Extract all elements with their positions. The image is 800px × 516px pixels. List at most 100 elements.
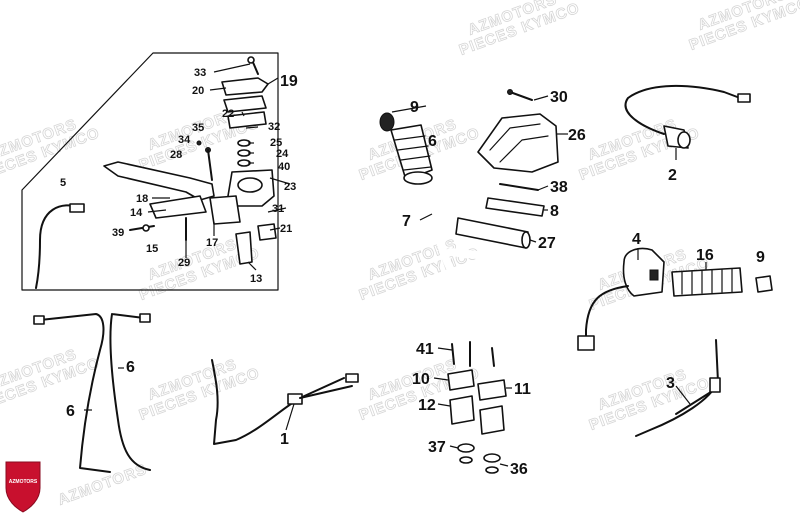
upper-holder <box>447 369 475 391</box>
banjo-bolt <box>235 231 253 265</box>
crossbar-plate <box>485 197 545 217</box>
cable-end <box>33 315 45 325</box>
callout-6-right: 6 <box>126 359 135 376</box>
cross-bolt <box>499 183 539 191</box>
holder-washer <box>457 443 475 453</box>
callout-32: 32 <box>268 121 280 133</box>
handlebar-holder-group <box>447 341 507 474</box>
cable-adjuster <box>287 393 303 405</box>
callout-11: 11 <box>514 381 531 398</box>
callout-2: 2 <box>668 167 677 184</box>
callout-5: 5 <box>60 177 66 189</box>
bar-end-weight <box>379 112 395 132</box>
lower-cables-group <box>33 313 359 473</box>
handlebar-clamp <box>209 195 241 225</box>
watermark: AZMOTORS PIECES KYMCO <box>0 115 103 184</box>
crossbar-pad <box>455 217 529 249</box>
bolt <box>207 149 213 181</box>
callout-9-right: 9 <box>756 249 765 266</box>
callout-34: 34 <box>178 134 191 146</box>
callout-27: 27 <box>538 235 556 252</box>
watermark: AZMOTORS <box>55 460 150 509</box>
switch-connector <box>577 335 595 351</box>
grip-end <box>403 171 433 185</box>
watermark: AZMOTORS PIECES KYMCO <box>687 0 800 54</box>
lower-holder <box>479 405 505 435</box>
callout-7: 7 <box>402 213 411 230</box>
callout-6: 6 <box>428 133 437 150</box>
callout-14: 14 <box>130 207 143 219</box>
cable-end <box>139 313 151 323</box>
logo-shield <box>5 461 41 513</box>
switch-housing <box>622 247 665 297</box>
callout-20: 20 <box>192 85 204 97</box>
handlebar-crossbar-inner <box>446 248 614 274</box>
brake-cable-left <box>39 313 111 473</box>
brake-switch <box>142 224 150 232</box>
callout-18: 18 <box>136 193 148 205</box>
holder-bolt <box>491 347 495 367</box>
handlebar-tube-inner <box>428 198 608 302</box>
watermark: AZMOTORS PIECES KYMCO <box>587 365 713 434</box>
callout-30: 30 <box>550 89 568 106</box>
watermark-text: AZMOTORS <box>56 461 150 509</box>
reservoir-cap <box>221 77 269 96</box>
banjo-fitting <box>257 223 277 241</box>
callout-41: 41 <box>416 341 434 358</box>
switch-wire <box>585 285 629 341</box>
cover-screw <box>509 91 533 101</box>
callout-13: 13 <box>250 273 262 285</box>
pad-end <box>521 231 531 249</box>
callout-labels: 33 20 19 22 35 32 34 25 28 24 40 23 5 18… <box>60 67 765 478</box>
cable-sleeve <box>675 389 715 415</box>
callout-40: 40 <box>278 161 290 173</box>
holder-washer <box>483 453 501 463</box>
cable-end <box>345 373 359 383</box>
callout-19: 19 <box>280 73 298 90</box>
cap-screw-head <box>247 56 255 64</box>
callout-15: 15 <box>146 243 158 255</box>
brake-cable-right <box>109 313 151 471</box>
callout-10: 10 <box>412 371 430 388</box>
callout-17: 17 <box>206 237 218 249</box>
callout-38: 38 <box>550 179 568 196</box>
callout-37: 37 <box>428 439 446 456</box>
brake-switch-wire <box>129 225 155 231</box>
callout-3: 3 <box>666 375 675 392</box>
callout-35: 35 <box>192 122 204 134</box>
lever-bracket <box>149 195 207 219</box>
callout-31: 31 <box>272 203 284 215</box>
callout-25: 25 <box>270 137 282 149</box>
handlebar-group <box>379 89 614 302</box>
watermark: AZMOTORS PIECES KYMCO <box>0 345 103 414</box>
callout-12: 12 <box>418 397 436 414</box>
brake-cable <box>35 204 83 289</box>
brake-assembly-enclosure <box>21 52 279 291</box>
callout-24: 24 <box>276 148 289 160</box>
callout-23: 23 <box>284 181 296 193</box>
callout-8: 8 <box>550 203 559 220</box>
holder-bolt <box>451 343 455 365</box>
callout-4: 4 <box>632 231 641 248</box>
callout-29: 29 <box>178 257 190 269</box>
right-grip <box>671 267 743 297</box>
handlebar-cover <box>477 113 559 173</box>
lower-holder <box>449 395 475 425</box>
logo-text: AZMOTORS <box>9 479 38 485</box>
switch-button <box>649 269 659 281</box>
grip-ribs <box>394 135 432 171</box>
callout-9: 9 <box>410 99 419 116</box>
brake-master-cylinder-group <box>35 56 277 289</box>
callout-28: 28 <box>170 149 182 161</box>
callout-6-left: 6 <box>66 403 75 420</box>
callout-26: 26 <box>568 127 586 144</box>
reservoir-diaphragm <box>227 111 267 129</box>
screw-head <box>507 89 513 95</box>
throttle-barrel <box>677 131 691 149</box>
cable-adjuster <box>709 377 721 393</box>
callout-16: 16 <box>696 247 714 264</box>
holder-washer <box>485 466 499 474</box>
callout-1: 1 <box>280 431 289 448</box>
